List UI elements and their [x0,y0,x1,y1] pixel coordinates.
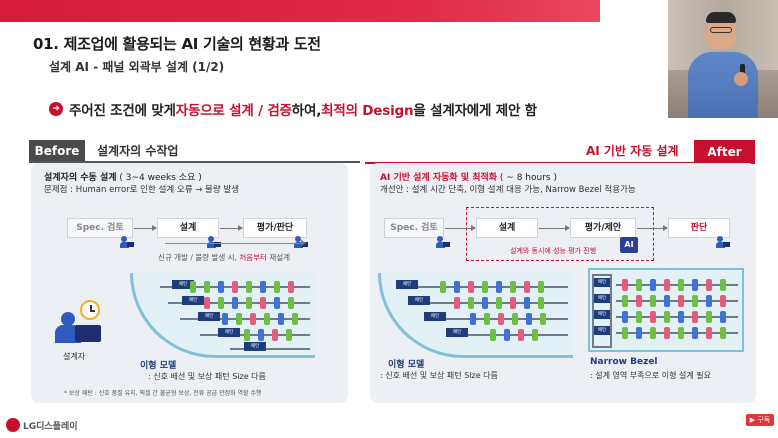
before-flow-evaluate: 평가/판단 [243,218,307,238]
clock-icon [80,300,100,320]
after-flow-arrow-3 [637,225,668,231]
after-flow-arrow-2 [539,225,570,231]
banner-text-2: 자동으로 설계 / 검증 [175,103,292,119]
before-tab: Before [29,140,85,162]
before-problem: 문제점 : Human error로 인한 설계 오류 → 불량 발생 [44,185,240,195]
ai-chip-icon: AI [620,237,638,253]
after-panel-schematic-2: 패턴 패턴 패턴 패턴 [588,268,746,354]
before-caption-sub: : 신호 배선 및 보상 패턴 Size 다름 [148,372,266,381]
before-flow-spec: Spec. 검토 [67,218,133,238]
after-title: AI 기반 설계 자동화 및 최적화 ( ~ 8 hours ) [380,173,557,183]
before-flow-design: 설계 [157,218,219,238]
after-label: AI 기반 자동 설계 [586,144,679,158]
slide-subtitle: 설계 AI - 패널 외곽부 설계 (1/2) [49,60,225,74]
before-footnote: * 보상 패턴 : 신호 품질 유지, 픽셀 간 불균형 보상, 전류 공급 안… [64,390,262,397]
key-message-banner: ➜ 주어진 조건에 맞게 자동으로 설계 / 검증 하여, 최적의 Design… [49,99,537,119]
before-flow-arrow-1 [134,225,157,231]
after-flow-arrow-1 [445,225,476,231]
after-improve: 개선안 : 설계 시간 단축, 이형 설계 대응 가능, Narrow Beze… [380,185,636,195]
banner-text-3: 하여, [291,103,322,119]
before-label: 설계자의 수작업 [97,144,179,158]
designer-mini-icon [436,236,450,248]
designer-label: 설계자 [63,352,86,361]
lg-display-logo: LG디스플레이 [6,418,78,432]
before-flow-arrow-2 [220,225,243,231]
after-panel-schematic-1: 패턴 패턴 패턴 패턴 [378,268,578,358]
lg-logo-icon [6,418,20,432]
before-loop-note: 신규 개발 / 불량 발생 시, 처음부터 재설계 [158,253,291,262]
after-caption-1: 이형 모델 [388,360,425,370]
presenter-video [668,0,778,118]
before-panel-schematic: 패턴 패턴 패턴 패턴 패턴 [120,268,320,358]
designer-icon [55,312,103,348]
designer-mini-icon [120,236,134,248]
slide-title: 01. 제조업에 활용되는 AI 기술의 현황과 도전 [33,35,321,53]
arrow-right-icon: ➜ [49,102,63,116]
banner-text-1: 주어진 조건에 맞게 [69,103,176,119]
designer-mini-icon [716,236,730,248]
banner-text-5: 을 설계자에게 제안 함 [413,103,537,119]
after-flow-judge: 판단 [668,218,730,238]
logo-text: LG디스플레이 [23,421,78,432]
after-flow-design: 설계 [476,218,538,238]
after-loop-note: 설계와 동시에 성능 평가 진행 [510,247,597,255]
after-caption-2: Narrow Bezel [590,357,658,367]
subscribe-button[interactable]: ▶ 구독 [746,414,774,426]
before-loop-line [165,240,306,246]
designer-mini-icon [207,236,221,248]
after-caption-1-sub: : 신호 배선 및 보상 패턴 Size 다름 [380,371,498,380]
ai-loop-box [466,207,654,261]
after-flow-spec: Spec. 검토 [384,218,444,238]
before-divider [29,161,360,163]
after-tab: After [694,140,755,164]
after-flow-evaluate: 평가/제안 [570,218,636,238]
banner-text-4: 최적의 Design [321,103,414,119]
before-caption: 이형 모델 [140,361,177,371]
title-accent-bar [0,0,600,22]
after-caption-2-sub: : 설계 영역 부족으로 이형 설계 필요 [590,371,711,380]
before-title: 설계자의 수동 설계 ( 3~4 weeks 소요 ) [44,173,202,183]
